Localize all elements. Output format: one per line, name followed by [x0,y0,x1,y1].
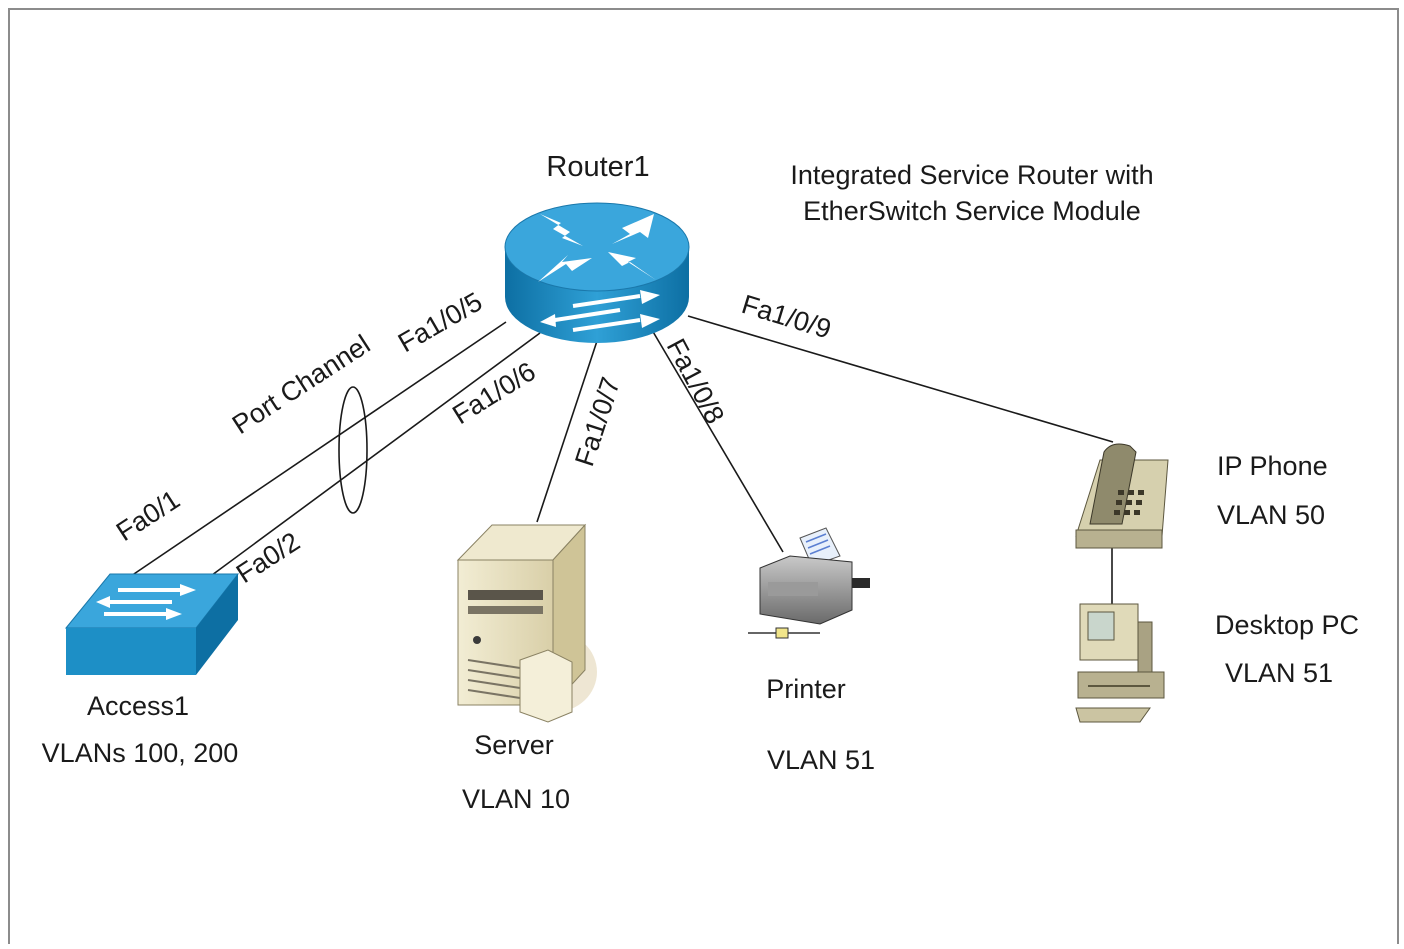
access-switch-icon [64,573,240,675]
port-label-fa0-1: Fa0/1 [111,484,185,547]
connections [127,315,1114,604]
server-name-label: Server [474,730,554,760]
desktop-pc-icon [1075,603,1165,723]
server-vlan-label: VLAN 10 [462,784,570,814]
link-printer-fa1-0-8 [651,329,784,553]
port-channel-ellipse [338,386,368,514]
port-label-fa1-0-8: Fa1/0/8 [661,334,730,429]
server-icon [456,523,597,723]
port-label-fa0-2: Fa0/2 [231,526,305,589]
ip-phone-vlan-label: VLAN 50 [1217,500,1325,530]
access1-vlan-label: VLANs 100, 200 [42,738,239,768]
printer-vlan-label: VLAN 51 [767,745,875,775]
port-label-fa1-0-9: Fa1/0/9 [738,289,834,344]
printer-icon [748,527,870,639]
port-label-fa1-0-5: Fa1/0/5 [393,286,487,358]
port-label-fa1-0-7: Fa1/0/7 [569,374,626,470]
desktop-pc-name-label: Desktop PC [1215,610,1359,640]
desktop-pc-vlan-label: VLAN 51 [1225,658,1333,688]
port-channel-label: Port Channel [227,329,376,440]
diagram-border [8,8,1399,949]
access1-name-label: Access1 [87,691,189,721]
router-icon [504,202,690,343]
ip-phone-name-label: IP Phone [1217,451,1328,481]
router-description-line1: Integrated Service Router with [790,160,1153,190]
router-description-line2: EtherSwitch Service Module [803,196,1141,226]
printer-name-label: Printer [766,674,846,704]
link-phone-fa1-0-9 [687,315,1114,443]
link-server-fa1-0-7 [536,337,599,523]
ip-phone-icon [1075,443,1169,549]
link-fa0-2-fa1-0-6 [207,332,541,579]
link-fa0-1-fa1-0-5 [127,321,507,579]
router-name-label: Router1 [546,151,649,183]
